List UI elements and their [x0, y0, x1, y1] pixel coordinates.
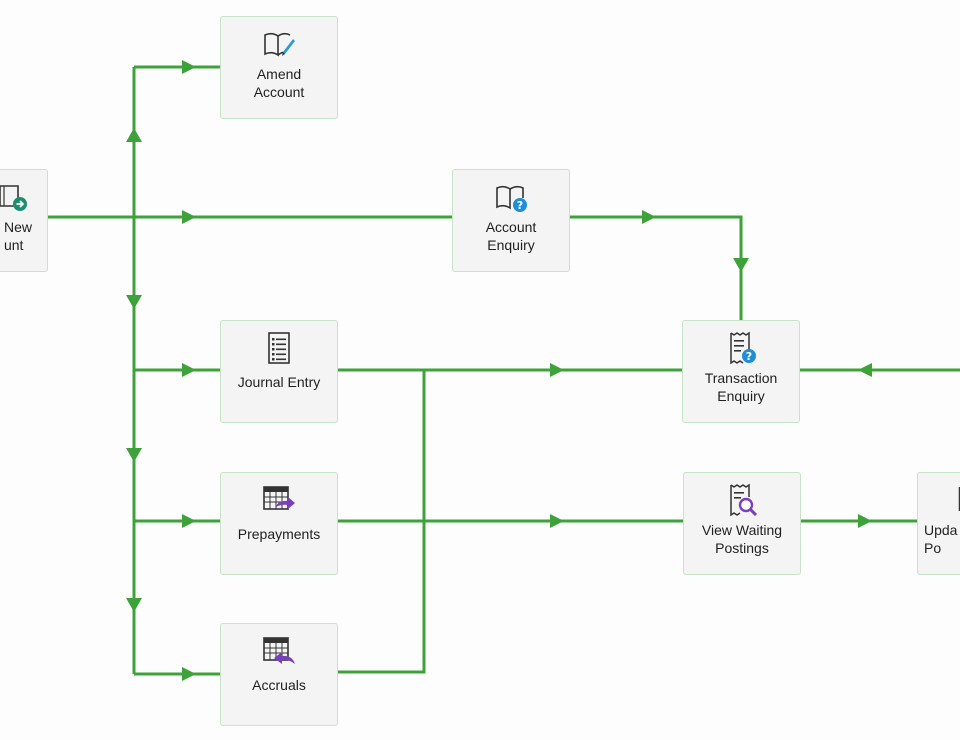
- document-list-icon: [268, 332, 290, 364]
- arrowhead-prepayments: [182, 514, 196, 528]
- book-pencil-icon: [264, 32, 295, 57]
- arrowhead-trunk-down-2: [126, 448, 142, 462]
- arrowhead-account-enquiry-out: [642, 210, 656, 224]
- calendar-forward-icon: [263, 486, 295, 510]
- node-update-postings[interactable]: Upda Po: [917, 472, 960, 575]
- arrowhead-prepayments-out: [550, 514, 564, 528]
- svg-text:?: ?: [746, 350, 752, 363]
- node-account-enquiry[interactable]: ? Account Enquiry: [452, 169, 570, 272]
- node-accruals-label: Accruals: [252, 677, 306, 693]
- node-journal-entry[interactable]: Journal Entry: [220, 320, 338, 423]
- arrowhead-incoming-left: [858, 363, 872, 377]
- arrowhead-accruals: [182, 667, 196, 681]
- receipt-search-icon: [730, 483, 758, 517]
- receipt-question-icon: ?: [730, 331, 756, 365]
- node-new-account-label: New unt: [3, 219, 32, 253]
- node-account-enquiry-label: Account Enquiry: [485, 219, 537, 253]
- node-view-waiting-postings[interactable]: View Waiting Postings: [683, 472, 801, 575]
- connector-account-enquiry-to-transaction-enquiry: [570, 215, 743, 320]
- node-amend-account-label: Amend Account: [253, 66, 305, 100]
- node-transaction-enquiry[interactable]: ? Transaction Enquiry: [682, 320, 800, 423]
- arrowhead-amend-account: [182, 60, 196, 74]
- node-view-waiting-postings-label: View Waiting Postings: [701, 522, 783, 556]
- node-accruals[interactable]: Accruals: [220, 623, 338, 726]
- svg-text:?: ?: [517, 199, 523, 212]
- arrowhead-trunk-up: [126, 128, 142, 142]
- arrowhead-trunk-down-1: [126, 295, 142, 309]
- node-amend-account[interactable]: Amend Account: [220, 16, 338, 119]
- calendar-back-icon: [263, 637, 295, 664]
- new-account-icon: [0, 185, 27, 211]
- connector-accruals-merge: [338, 370, 426, 674]
- node-update-postings-label: Upda Po: [924, 522, 958, 556]
- node-new-account[interactable]: New unt: [0, 169, 48, 272]
- arrowhead-transaction-enquiry-down: [733, 258, 749, 272]
- arrowhead-journal-entry: [182, 363, 196, 377]
- arrowhead-trunk-down-3: [126, 598, 142, 612]
- node-journal-entry-label: Journal Entry: [237, 374, 321, 390]
- node-transaction-enquiry-label: Transaction Enquiry: [704, 370, 778, 404]
- book-question-icon: ?: [496, 185, 527, 212]
- node-prepayments[interactable]: Prepayments: [220, 472, 338, 575]
- arrowhead-journal-entry-out: [550, 363, 564, 377]
- arrowhead-update-postings: [858, 514, 872, 528]
- arrowhead-account-enquiry-line: [182, 210, 196, 224]
- update-postings-icon: [958, 487, 960, 511]
- node-prepayments-label: Prepayments: [237, 526, 321, 542]
